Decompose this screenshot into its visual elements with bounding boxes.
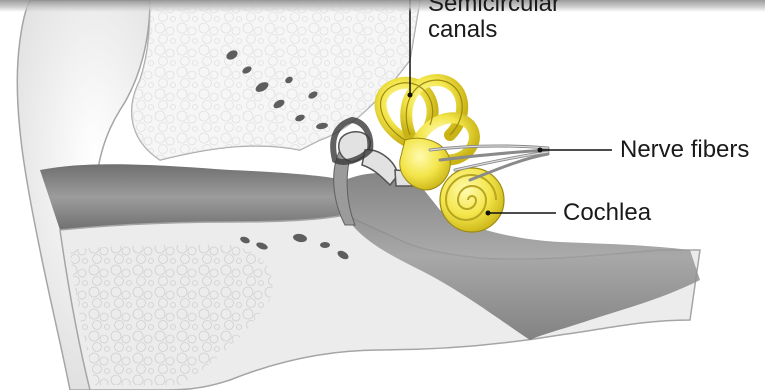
label-nerve-fibers: Nerve fibers (620, 138, 749, 162)
leader-dot-nerve (538, 148, 543, 153)
label-canals: canals (428, 18, 497, 42)
label-semicircular: Semicircular (428, 0, 560, 16)
leader-dot-cochlea (486, 211, 491, 216)
label-cochlea: Cochlea (563, 201, 651, 225)
leader-dot-canals (408, 93, 413, 98)
top-window-bar (0, 0, 765, 12)
temporal-bone-upper-fill (132, 0, 420, 160)
